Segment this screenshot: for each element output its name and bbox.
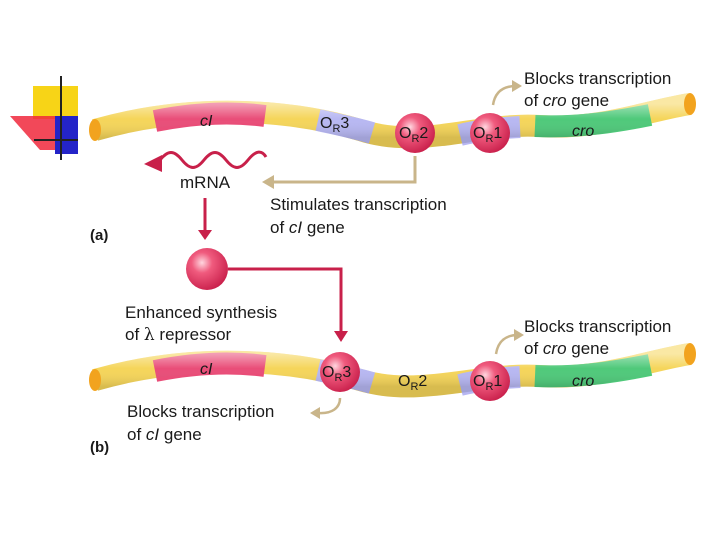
cro-block-text-b-line2: of cro gene xyxy=(524,339,609,358)
enhanced-text-line2: of λ repressor xyxy=(125,325,232,345)
cro-block-text-b: Blocks transcription xyxy=(524,317,671,336)
mrna-squiggle xyxy=(158,150,268,169)
curved-arrow-cI-block-b xyxy=(317,397,342,415)
panel-label-b: (b) xyxy=(90,439,109,456)
repressor-ball xyxy=(470,113,510,153)
gene-label-cI-a: cI xyxy=(200,113,213,130)
dna-strand-b xyxy=(89,343,696,398)
svg-text:OR1: OR1 xyxy=(473,373,502,393)
gene-label-cro-a: cro xyxy=(572,123,594,140)
gene-label-cro-b: cro xyxy=(572,373,594,390)
operator-OR2-b: OR2 xyxy=(398,373,427,393)
repressor-ball xyxy=(320,352,360,392)
mrna-label: mRNA xyxy=(180,173,231,192)
cI-block-text-line1: Blocks transcription xyxy=(127,402,274,421)
mrna-arrowhead xyxy=(144,155,162,172)
deco-yellow-square xyxy=(33,86,78,119)
repressor-bound-OR3-b: OR3 xyxy=(320,352,360,392)
repressor-synthesis: Enhanced synthesis of λ repressor xyxy=(125,198,348,345)
repressor-bound-OR1-a: OR1 xyxy=(470,113,510,153)
cI-block-text-line2: of cI gene xyxy=(127,425,202,444)
repressor-bound-OR1-b: OR1 xyxy=(470,361,510,401)
svg-text:OR3: OR3 xyxy=(320,115,349,135)
panel-b: cI cro OR3 OR2 OR1 Blocks transcription … xyxy=(89,317,696,456)
deco-red-wedge xyxy=(10,116,55,150)
panel-a: cI cro OR3 OR2 OR1 Blocks transcription … xyxy=(89,69,696,244)
svg-text:OR2: OR2 xyxy=(398,373,427,393)
repressor-to-OR3-arrow xyxy=(228,267,343,333)
stimulates-text-line1: Stimulates transcription xyxy=(270,195,447,214)
enhanced-text-line1: Enhanced synthesis xyxy=(125,303,277,322)
repressor-ball xyxy=(470,361,510,401)
free-repressor-ball xyxy=(186,248,228,290)
stimulates-text-line2: of cI gene xyxy=(270,218,345,237)
operator-OR3-a: OR3 xyxy=(320,115,349,135)
panel-label-a: (a) xyxy=(90,227,108,244)
slide-corner-decoration xyxy=(10,76,78,160)
gene-label-cI-b: cI xyxy=(200,361,213,378)
cro-block-text-a-line2: of cro gene xyxy=(524,91,609,110)
deco-blue-square xyxy=(55,116,78,154)
svg-text:OR2: OR2 xyxy=(399,125,428,145)
cro-block-text-a: Blocks transcription xyxy=(524,69,671,88)
repressor-bound-OR2-a: OR2 xyxy=(395,113,435,153)
svg-text:OR3: OR3 xyxy=(322,364,351,384)
repressor-ball xyxy=(395,113,435,153)
svg-text:OR1: OR1 xyxy=(473,125,502,145)
dna-end-a xyxy=(89,119,101,141)
stimulate-arrow xyxy=(270,156,417,184)
